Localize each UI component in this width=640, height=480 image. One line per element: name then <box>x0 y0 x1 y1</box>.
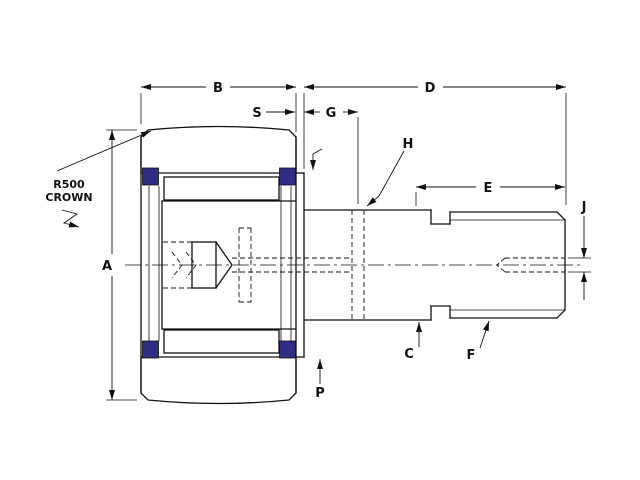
needle-roller-bottom <box>163 329 280 354</box>
dimension-J <box>568 216 591 300</box>
seal-bottom-right <box>279 340 296 359</box>
roller-outer-ring-top-section <box>140 125 297 174</box>
dim-label-f: F <box>467 348 476 363</box>
dimension-labels: A B C D E F G H J P S R500 CROWN <box>45 81 586 401</box>
relief-groove <box>430 209 451 321</box>
dim-label-g: G <box>326 106 337 121</box>
crown-leader <box>56 130 152 172</box>
seal-top-left <box>142 167 159 186</box>
roller-outer-ring-bottom-section <box>140 356 297 405</box>
leader-H <box>366 150 405 207</box>
dim-label-c: C <box>404 347 414 362</box>
crown-profile-squiggle <box>61 209 80 228</box>
crown-radius-note: R500 <box>53 178 85 191</box>
flange-surface-arrow <box>310 148 323 170</box>
dim-label-s: S <box>252 106 261 121</box>
lube-passage-hidden <box>232 210 365 320</box>
dimension-E <box>415 184 565 206</box>
dimensions <box>56 84 591 401</box>
dimension-G <box>304 109 359 204</box>
dim-label-a: A <box>102 259 112 274</box>
dim-label-p: P <box>315 386 325 401</box>
part-geometry <box>125 125 582 405</box>
dim-label-e: E <box>484 181 493 196</box>
dimension-D <box>303 84 567 205</box>
needle-roller-top <box>163 176 280 201</box>
dim-label-j: J <box>581 200 587 215</box>
crown-word-note: CROWN <box>45 191 92 204</box>
stud-shank <box>303 209 432 321</box>
flange-plate <box>295 172 305 358</box>
dimension-B <box>140 84 297 132</box>
leader-F <box>479 320 490 349</box>
dimension-A <box>106 129 137 401</box>
end-washers <box>148 186 292 341</box>
seal-bottom-left <box>142 340 159 359</box>
seal-top-right <box>279 167 296 186</box>
dim-label-d: D <box>425 81 436 96</box>
dim-label-h: H <box>403 137 414 152</box>
dim-label-b: B <box>213 81 223 96</box>
